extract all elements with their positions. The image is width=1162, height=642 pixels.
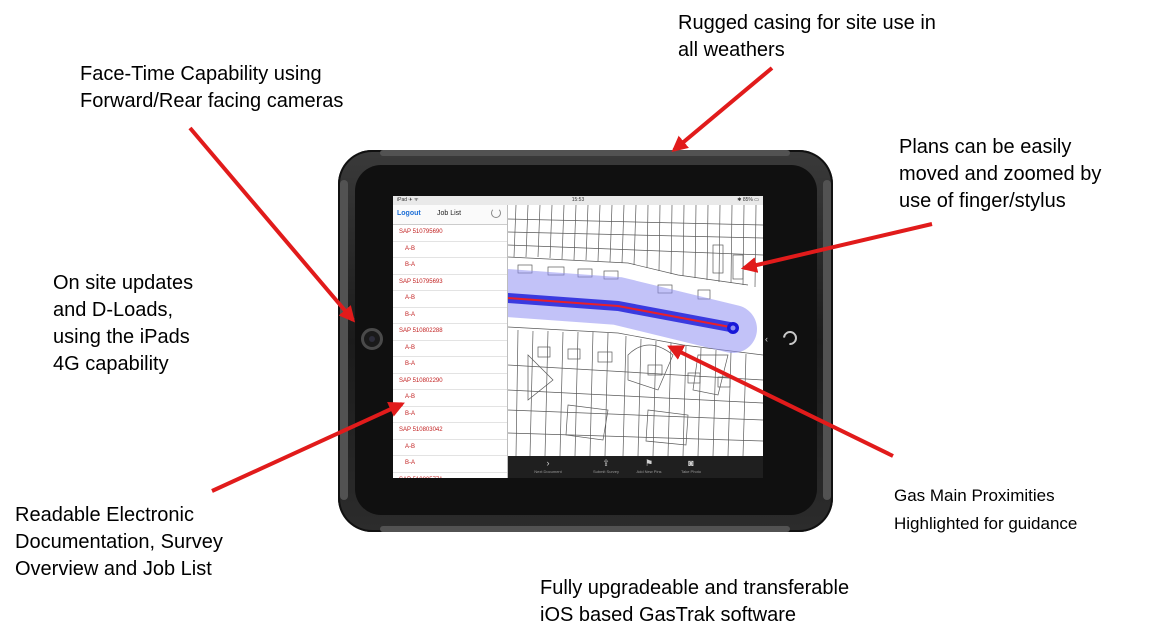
callout-rugged-casing: Rugged casing for site use in all weathe… [678, 12, 936, 61]
callout-upgradeable: Fully upgradeable and transferable iOS b… [540, 577, 850, 626]
arrow-plans [740, 222, 933, 273]
chevron-right-icon: › [546, 458, 550, 468]
callout-plans-zoom: Plans can be easily moved and zoomed by … [899, 136, 1102, 212]
toolbar-button-label: Submit Survey [592, 469, 619, 474]
job-list-subitem[interactable]: A-B [393, 341, 507, 357]
logout-button[interactable]: Logout [397, 210, 421, 217]
toolbar-button-label: Add New Pins [636, 469, 662, 474]
callout-onsite-updates: On site updates and D-Loads, using the i… [53, 272, 194, 375]
job-list-item[interactable]: SAP 510805771 [393, 473, 507, 479]
map-property-lines [508, 205, 763, 456]
status-time: 15:53 [571, 197, 585, 203]
callout-facetime: Face-Time Capability using Forward/Rear … [80, 63, 344, 112]
job-list-item[interactable]: SAP 510803042 [393, 423, 507, 440]
job-list-item[interactable]: SAP 510802288 [393, 324, 507, 341]
toolbar-button-4[interactable]: ◙Take Photo [671, 458, 711, 474]
job-list-subitem[interactable]: A-B [393, 291, 507, 308]
case-bumper-right [823, 180, 831, 500]
job-list-item[interactable]: SAP 510802290 [393, 374, 507, 390]
job-list-subitem[interactable]: B-A [393, 456, 507, 473]
gas-main-line [508, 297, 731, 328]
flag-icon: ⚑ [644, 458, 654, 468]
case-bumper-left [340, 180, 348, 500]
job-list-subitem[interactable]: B-A [393, 308, 507, 324]
front-camera-icon [361, 328, 383, 350]
job-list-title: Job List [437, 210, 462, 217]
toolbar-button-1[interactable]: ›Next Document [528, 458, 568, 474]
callout-gas-main: Gas Main Proximities Highlighted for gui… [894, 486, 1078, 533]
drawer-handle-right-icon[interactable]: ‹ [765, 334, 768, 344]
job-list-subitem[interactable]: B-A [393, 258, 507, 275]
arrow-readable [211, 402, 405, 493]
toolbar-button-3[interactable]: ⚑Add New Pins [629, 458, 669, 474]
camera-icon: ◙ [688, 458, 694, 468]
job-list-subitem[interactable]: B-A [393, 407, 507, 423]
case-bumper-bottom [380, 526, 790, 532]
ipad-screen: iPad ✈ ᯤ 15:53 ✱ 85% ▭ Logout Job List S… [393, 196, 763, 478]
ios-status-bar: iPad ✈ ᯤ 15:53 ✱ 85% ▭ [393, 196, 763, 205]
job-list-subitem[interactable]: A-B [393, 440, 507, 456]
bottom-toolbar: ›Next Document⇪Submit Survey⚑Add New Pin… [508, 456, 763, 478]
case-bumper-top [380, 150, 790, 156]
toolbar-button-2[interactable]: ⇪Submit Survey [586, 458, 626, 474]
arrow-gas-main [667, 345, 894, 458]
job-list-subitem[interactable]: B-A [393, 357, 507, 374]
arrow-facetime [188, 126, 356, 323]
job-list-header: Logout Job List [393, 205, 507, 225]
share-icon: ⇪ [602, 458, 610, 468]
toolbar-button-label: Take Photo [680, 469, 701, 474]
status-carrier: iPad ✈ ᯤ [397, 197, 419, 203]
arrow-rugged [671, 66, 774, 153]
toolbar-button-label: Next Document [534, 469, 562, 474]
status-battery: ✱ 85% ▭ [737, 197, 759, 203]
job-list-subitem[interactable]: A-B [393, 242, 507, 258]
callout-readable-docs: Readable Electronic Documentation, Surve… [15, 504, 223, 580]
site-plan-map[interactable] [508, 205, 763, 456]
refresh-icon[interactable] [491, 208, 501, 218]
job-list-subitem[interactable]: A-B [393, 390, 507, 407]
job-list-item[interactable]: SAP 510795693 [393, 275, 507, 291]
job-list-item[interactable]: SAP 510795690 [393, 225, 507, 242]
